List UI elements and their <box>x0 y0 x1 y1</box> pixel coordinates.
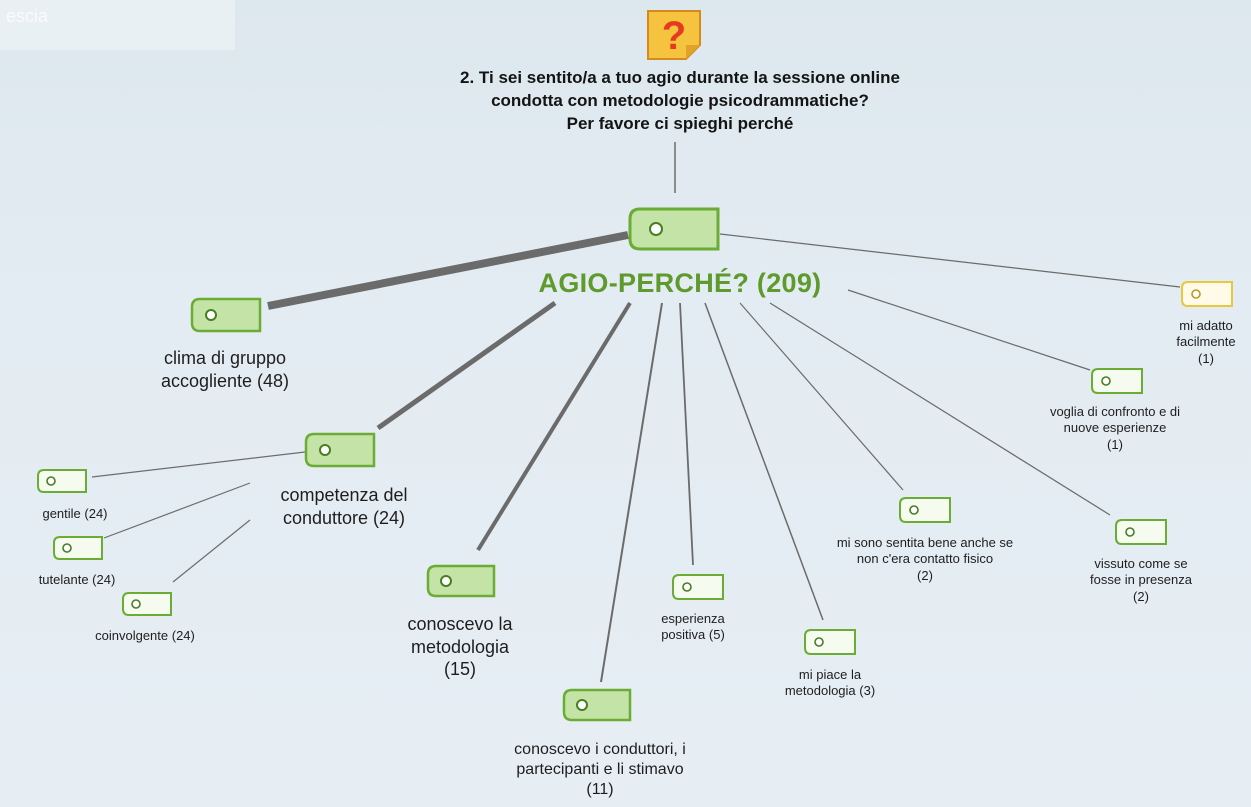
node-competenza: competenza del conduttore (24) <box>234 484 454 529</box>
node-gentile: gentile (24) <box>0 506 150 522</box>
node-mi-piace: mi piace la metodologia (3) <box>745 667 915 700</box>
tag-icon <box>53 536 103 560</box>
node-line: clima di gruppo <box>163 348 287 368</box>
link-esperienza <box>679 302 694 566</box>
node-line: conduttore (24) <box>282 507 406 528</box>
node-line: mi adatto <box>1179 318 1233 333</box>
node-coinvolgente: coinvolgente (24) <box>60 628 230 644</box>
node-conoscevo-metodologia: conoscevo la metodologia (15) <box>360 613 560 681</box>
question-title: 2. Ti sei sentito/a a tuo agio durante l… <box>300 66 1060 135</box>
node-line: (1) <box>1107 436 1123 452</box>
node-line: accogliente (48) <box>160 370 290 391</box>
question-line: Per favore ci spieghi perché <box>566 114 794 133</box>
node-line: voglia di confronto e di <box>1049 404 1181 419</box>
link-piace <box>704 302 824 621</box>
node-esperienza-positiva: esperienza positiva (5) <box>618 611 768 644</box>
question-mark-icon: ? <box>647 10 701 60</box>
center-title: AGIO-PERCHÉ? (209) <box>538 268 822 298</box>
question-line: 2. Ti sei sentito/a a tuo agio durante l… <box>460 68 900 87</box>
node-line: competenza del <box>280 485 408 505</box>
tag-icon <box>1091 368 1143 394</box>
node-tutelante: tutelante (24) <box>2 572 152 588</box>
node-line: conoscevo la <box>407 614 513 634</box>
node-line: esperienza <box>661 611 725 626</box>
node-mi-adatto: mi adatto facilmente (1) <box>1161 318 1251 367</box>
tag-icon <box>426 564 496 598</box>
question-line: condotta con metodologie psicodrammatich… <box>491 91 869 110</box>
node-line: (1) <box>1198 350 1214 366</box>
tag-icon <box>899 497 951 523</box>
link-coinvolgente <box>172 519 251 583</box>
tag-icon <box>122 592 172 616</box>
node-line: fosse in presenza <box>1090 572 1192 588</box>
node-line: tutelante (24) <box>38 572 116 587</box>
link-clima <box>267 231 629 310</box>
tag-icon <box>562 688 632 722</box>
link-voglia <box>847 289 1091 371</box>
header-text: escia <box>6 6 49 26</box>
link-conoscevo-conduttori <box>600 302 663 683</box>
tag-icon <box>37 469 87 493</box>
header-fragment: escia <box>0 0 235 50</box>
tag-icon <box>304 432 376 468</box>
node-line: (2) <box>1133 588 1149 604</box>
node-clima: clima di gruppo accogliente (48) <box>110 347 340 392</box>
center-tag-icon <box>628 207 720 251</box>
node-line: nuove esperienze <box>1063 420 1167 436</box>
svg-text:?: ? <box>662 14 686 58</box>
node-voglia: voglia di confronto e di nuove esperienz… <box>1010 404 1220 453</box>
node-line: partecipanti e li stimavo <box>516 761 684 778</box>
node-line: mi sono sentita bene anche se <box>836 535 1014 550</box>
node-line: positiva (5) <box>661 627 725 643</box>
node-line: gentile (24) <box>42 506 108 521</box>
node-line: non c'era contatto fisico <box>856 551 994 567</box>
link-competenza <box>376 300 557 431</box>
link-conoscevo-metodo <box>476 301 632 552</box>
link-vissuto <box>769 302 1111 516</box>
node-line: mi piace la <box>798 667 862 682</box>
link-gentile <box>91 451 306 478</box>
tag-icon <box>1115 519 1167 545</box>
node-line: vissuto come se <box>1094 556 1188 571</box>
link-tutelante <box>103 482 251 539</box>
tag-icon <box>1181 281 1233 307</box>
link-sentita <box>739 302 904 491</box>
node-line: (2) <box>917 567 933 583</box>
tag-icon <box>672 574 724 600</box>
node-line: metodologia <box>410 636 510 657</box>
node-line: conoscevo i conduttori, i <box>514 741 686 758</box>
tag-icon <box>190 297 262 333</box>
node-conoscevo-conduttori: conoscevo i conduttori, i partecipanti e… <box>430 740 770 800</box>
node-mi-sono-sentita: mi sono sentita bene anche se non c'era … <box>780 535 1070 584</box>
link-adatto <box>719 233 1181 288</box>
node-line: (11) <box>586 781 614 798</box>
node-line: metodologia (3) <box>784 683 876 699</box>
node-vissuto: vissuto come se fosse in presenza (2) <box>1050 556 1232 605</box>
node-line: (15) <box>443 659 476 679</box>
tag-icon <box>804 629 856 655</box>
node-line: facilmente <box>1176 334 1236 350</box>
node-line: coinvolgente (24) <box>95 628 195 643</box>
